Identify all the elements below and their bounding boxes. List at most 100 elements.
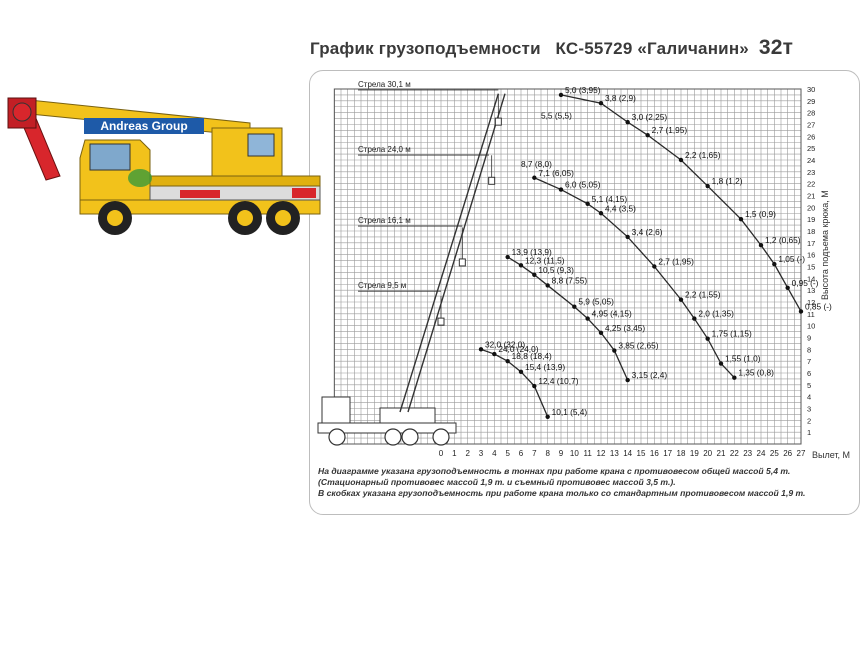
schematic-wheel xyxy=(384,428,402,446)
title-capacity: 32т xyxy=(758,36,794,59)
y-tick-label: 29 xyxy=(807,97,815,106)
load-point-label: 5,9 (5,05) xyxy=(578,297,614,307)
load-point-label: 32,0 (32,0) xyxy=(485,339,525,349)
x-tick-label: 1 xyxy=(452,449,457,458)
load-point-label: 4,25 (3,45) xyxy=(605,323,645,333)
load-point xyxy=(598,330,604,335)
load-point-label: 3,4 (2,6) xyxy=(632,227,663,237)
x-tick-label: 25 xyxy=(770,449,779,458)
load-point xyxy=(625,119,630,125)
y-tick-label: 14 xyxy=(807,274,815,283)
load-point xyxy=(692,316,697,321)
load-point-label: 12,3 (11,5) xyxy=(525,255,565,265)
load-point-label: 3,0 (2,25) xyxy=(632,112,668,122)
y-tick-label: 18 xyxy=(807,227,815,236)
x-tick-label: 15 xyxy=(637,449,646,458)
load-point-label: 3,8 (2,9) xyxy=(605,93,636,103)
x-tick-label: 27 xyxy=(797,449,806,458)
load-point-label: 1,35 (0,8) xyxy=(738,368,774,378)
y-tick-label: 24 xyxy=(807,156,815,165)
crane-truck-photo: Andreas Group xyxy=(7,97,321,235)
y-tick-label: 22 xyxy=(807,180,815,189)
boom-label: Стрела 16,1 м xyxy=(358,216,411,225)
x-tick-label: 16 xyxy=(650,449,659,458)
load-point xyxy=(585,316,590,321)
x-tick-label: 24 xyxy=(757,449,766,458)
y-tick-label: 17 xyxy=(807,239,815,248)
logo-banner xyxy=(84,118,204,134)
load-point xyxy=(738,216,744,222)
load-point-label: 3,85 (2,65) xyxy=(618,341,658,351)
y-tick-label: 23 xyxy=(807,168,815,177)
y-tick-label: 25 xyxy=(807,144,815,153)
schematic-cab xyxy=(321,396,351,424)
load-point-label: 0,85 (-) xyxy=(805,301,832,311)
y-tick-label: 5 xyxy=(807,381,811,390)
schematic-turntable xyxy=(379,407,436,424)
load-point xyxy=(718,361,724,366)
load-point-label: 1,75 (1,15) xyxy=(712,329,752,339)
y-tick-label: 4 xyxy=(807,393,811,402)
load-point xyxy=(478,347,484,352)
y-tick-label: 27 xyxy=(807,121,815,130)
y-tick-label: 19 xyxy=(807,215,815,224)
load-point-label: 2,2 (1,55) xyxy=(685,290,721,300)
y-tick-label: 26 xyxy=(807,132,815,141)
x-tick-label: 23 xyxy=(743,449,752,458)
load-points: 5,0 (3,95)3,8 (2,9)3,0 (2,25)2,7 (1,95)2… xyxy=(478,85,832,419)
load-point-label: 6,0 (5,05) xyxy=(565,180,601,190)
load-point xyxy=(732,375,737,380)
schematic-wheel xyxy=(328,428,346,446)
x-tick-label: 6 xyxy=(519,449,524,458)
y-tick-label: 1 xyxy=(807,428,811,437)
y-tick-label: 30 xyxy=(807,85,815,94)
boom-label: Стрела 24,0 м xyxy=(358,145,411,154)
load-point-label: 7,1 (6,05) xyxy=(538,168,574,178)
load-point xyxy=(585,201,590,206)
load-point-label: 4,4 (3,5) xyxy=(605,203,636,213)
note-line: (Стационарный противовес массой 1,9 т. и… xyxy=(318,477,676,487)
schematic-hook-block xyxy=(458,258,466,267)
y-tick-label: 28 xyxy=(807,109,815,118)
load-point xyxy=(532,383,537,389)
load-point-label: 3,15 (2,4) xyxy=(632,370,668,380)
load-point xyxy=(678,297,684,302)
load-point-label: 1,5 (0,9) xyxy=(745,209,776,219)
grid-border xyxy=(333,88,802,445)
x-tick-label: 10 xyxy=(570,449,579,458)
x-axis-label: Вылет, М xyxy=(812,450,850,460)
schematic-boom xyxy=(407,93,506,413)
load-point xyxy=(758,243,764,248)
x-tick-label: 9 xyxy=(559,449,564,458)
load-point xyxy=(572,304,577,309)
crane-schematic xyxy=(317,93,506,446)
load-point xyxy=(505,254,510,260)
load-point xyxy=(532,272,537,277)
x-tick-label: 19 xyxy=(690,449,699,458)
load-point-label: 12,4 (10,7) xyxy=(538,376,578,386)
logo-text: Andreas Group xyxy=(100,119,187,133)
x-tick-label: 0 xyxy=(439,449,444,458)
x-tick-label: 22 xyxy=(730,449,739,458)
load-point-label: 1,55 (1,0) xyxy=(725,354,761,364)
y-tick-label: 16 xyxy=(807,251,815,260)
note-line: В скобках указана грузоподъемность при р… xyxy=(318,488,806,498)
schematic-wheel xyxy=(401,428,419,446)
load-point xyxy=(558,92,564,98)
load-point xyxy=(798,309,804,314)
x-tick-label: 13 xyxy=(610,449,619,458)
y-tick-labels: 1234567891011121314151617181920212223242… xyxy=(807,85,815,437)
load-point-label: 1,2 (0,65) xyxy=(765,235,801,245)
load-curve xyxy=(480,348,549,418)
chart-grid xyxy=(333,88,802,445)
x-tick-label: 18 xyxy=(677,449,686,458)
schematic-hook-block xyxy=(437,317,445,326)
load-point xyxy=(518,263,524,268)
x-tick-label: 2 xyxy=(465,449,470,458)
load-point-label: 8,8 (7,55) xyxy=(552,275,588,285)
load-point xyxy=(532,175,537,180)
x-tick-label: 3 xyxy=(479,449,484,458)
load-point xyxy=(625,377,630,383)
